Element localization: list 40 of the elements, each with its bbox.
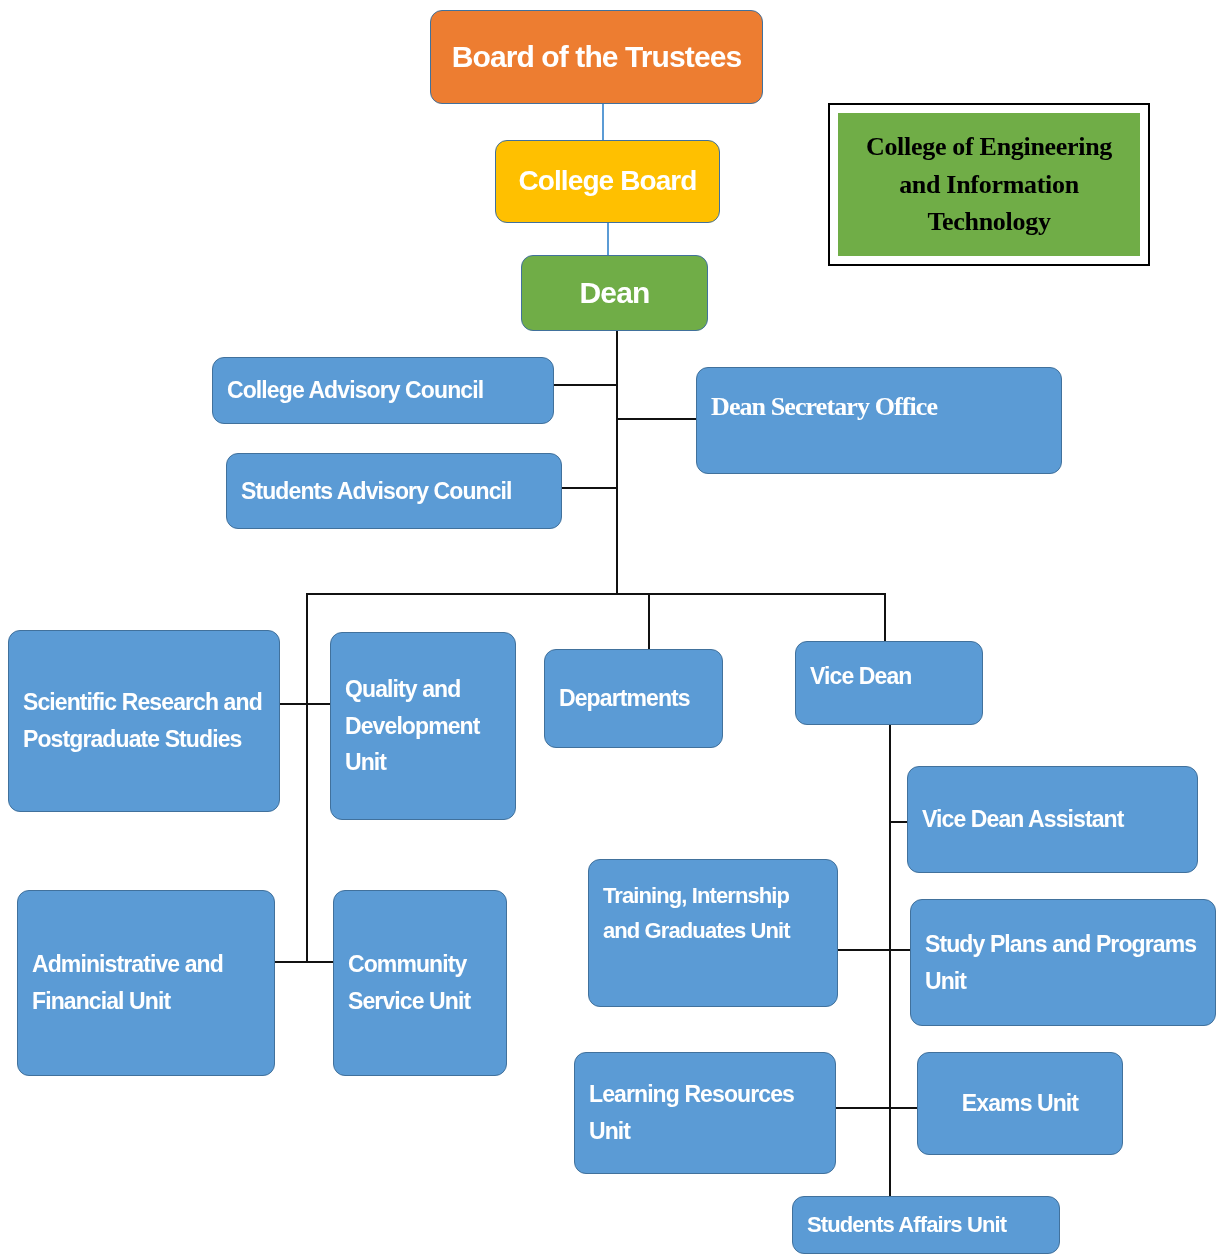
org-unit-box (17, 890, 275, 1076)
unit-label: Administrative and Financial Unit (32, 950, 224, 1016)
unit-label: Quality and Development Unit (345, 674, 481, 778)
unit-label: Training, Internship and Graduates Unit (603, 882, 792, 946)
org-unit-box (574, 1052, 836, 1174)
unit-label: Students Advisory Council (241, 476, 512, 506)
org-unit-box (330, 632, 516, 820)
org-unit-box (521, 255, 708, 331)
org-unit-box (917, 1052, 1123, 1155)
org-unit-box (910, 899, 1216, 1026)
unit-label: Dean Secretary Office (711, 391, 938, 423)
unit-label: College Board (518, 164, 697, 199)
title-box (828, 103, 1150, 266)
org-unit-box (8, 630, 280, 812)
org-unit-box (544, 649, 723, 748)
unit-label: College Advisory Council (227, 376, 484, 406)
unit-label: Students Affairs Unit (807, 1211, 1007, 1240)
org-unit-box (333, 890, 507, 1076)
org-unit-box (226, 453, 562, 529)
connector-line (607, 222, 609, 256)
org-unit-box (907, 766, 1198, 873)
college-title: College of Engineering and Information Technology (864, 130, 1114, 239)
org-unit-box (212, 357, 554, 424)
org-unit-box (430, 10, 763, 104)
org-unit-box (795, 641, 983, 725)
org-unit-box (588, 859, 838, 1007)
unit-label: Scientific Research and Postgraduate Studies (23, 688, 263, 754)
unit-label: Dean (579, 275, 650, 311)
unit-label: Departments (559, 684, 690, 714)
unit-label: Community Service Unit (348, 950, 472, 1016)
unit-label: Exams Unit (961, 1089, 1079, 1119)
unit-label: Learning Resources Unit (589, 1080, 795, 1146)
unit-label: Vice Dean Assistant (922, 805, 1124, 835)
unit-label: Vice Dean (810, 662, 912, 691)
org-unit-box (495, 140, 720, 223)
connector-line (602, 103, 604, 141)
org-unit-box (696, 367, 1062, 474)
unit-label: Study Plans and Programs Unit (925, 929, 1198, 996)
org-unit-box (792, 1196, 1060, 1254)
unit-label: Board of the Trustees (451, 39, 742, 75)
